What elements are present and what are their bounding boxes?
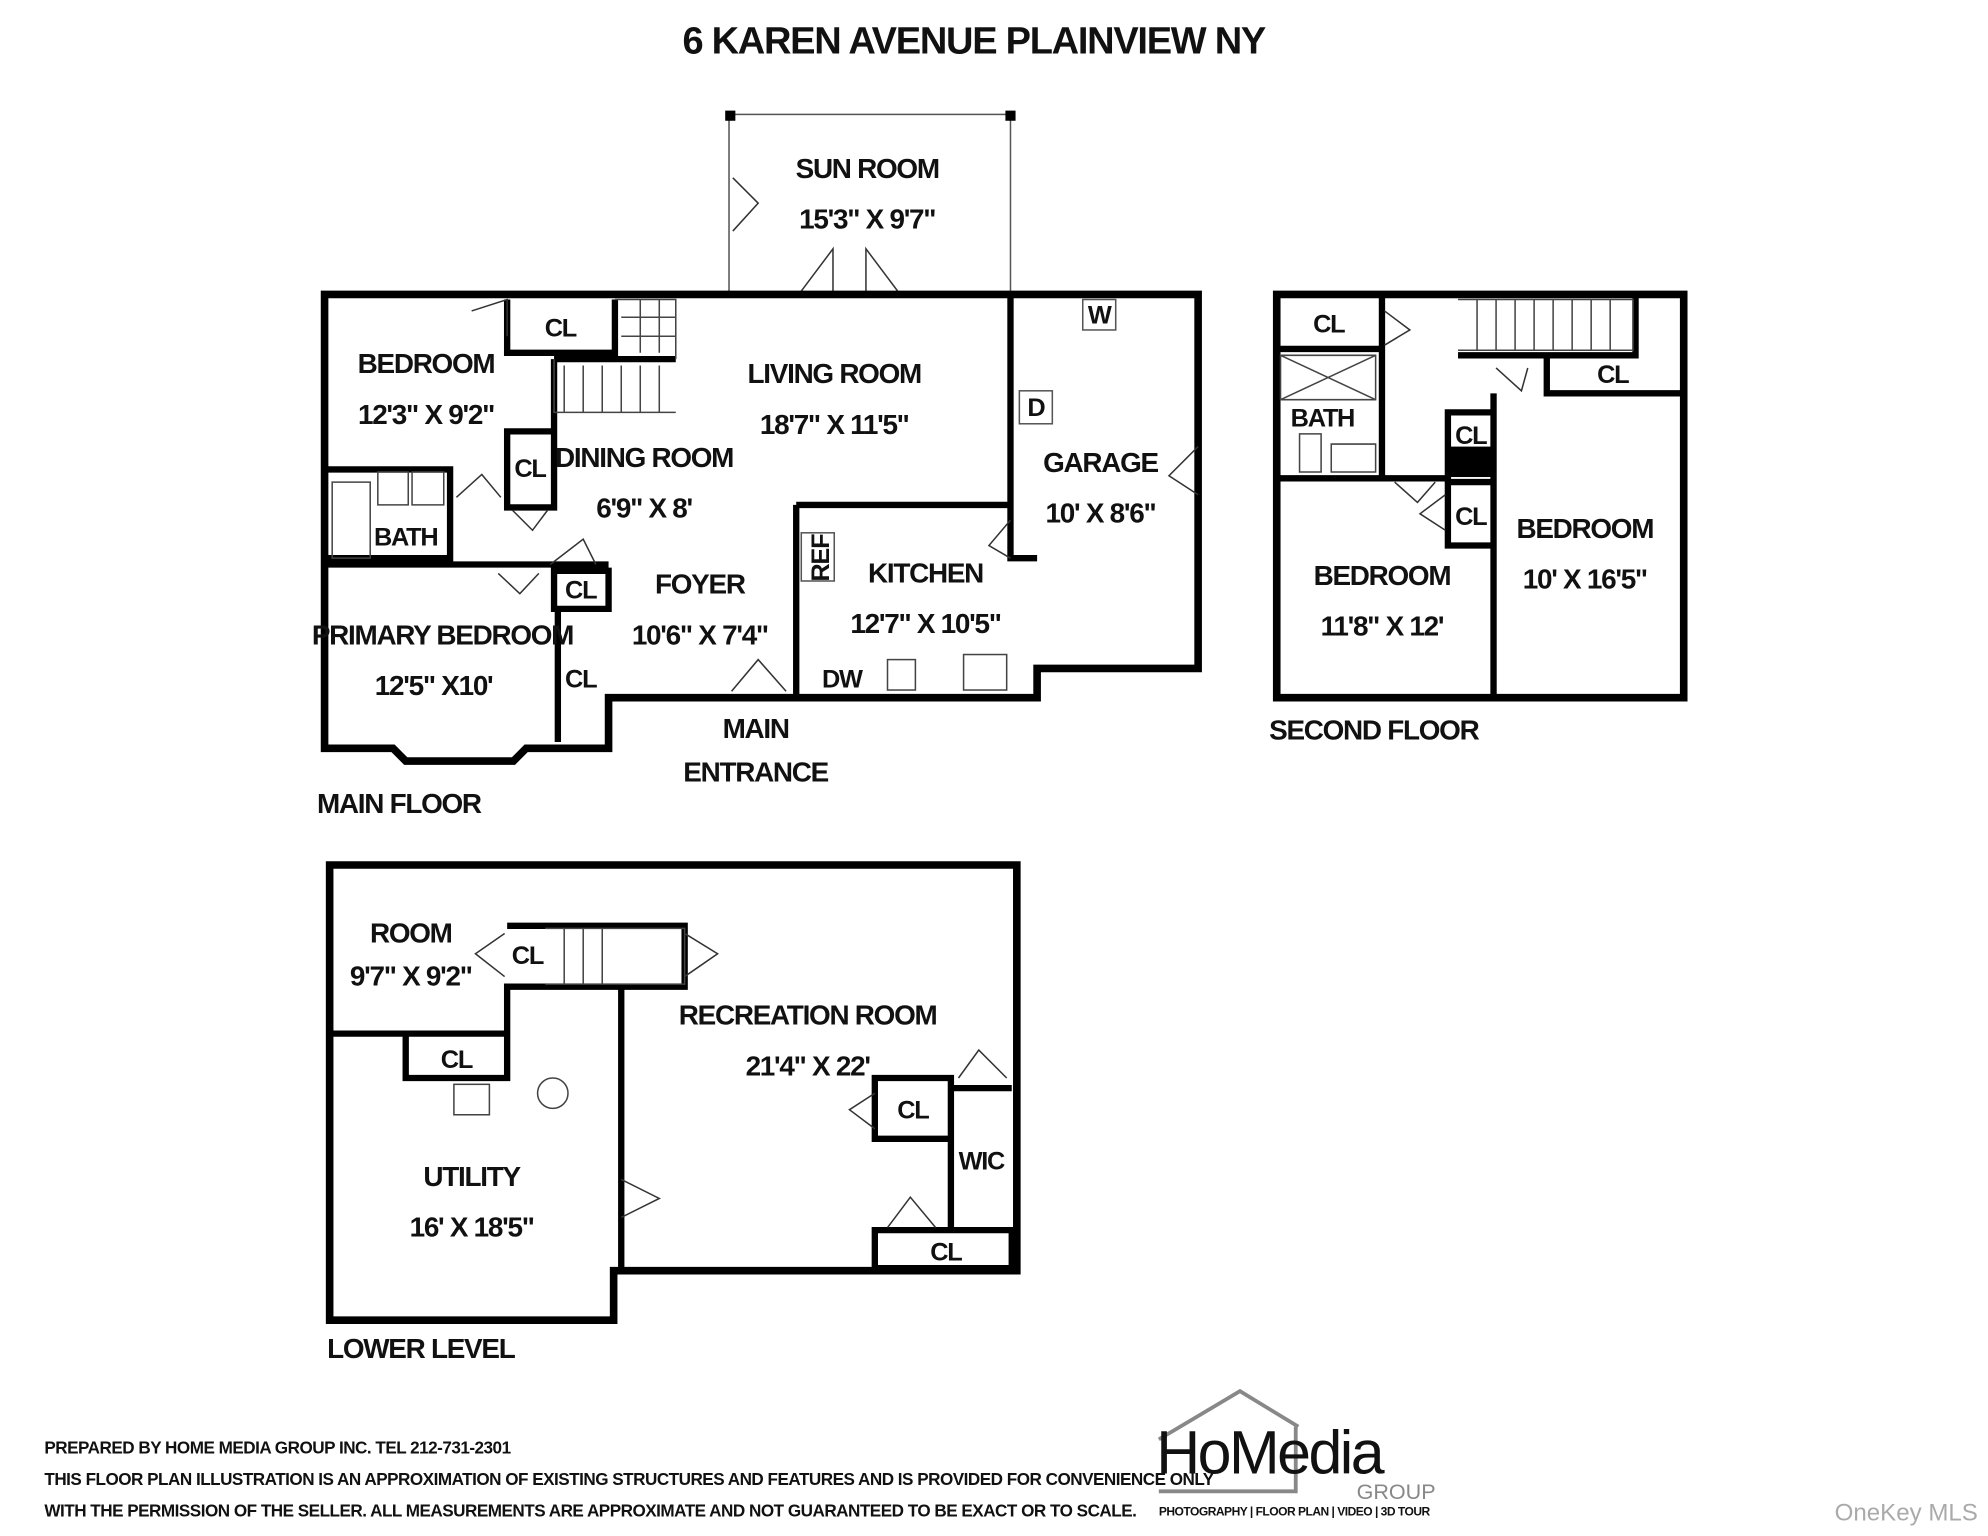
wic-label: WIC [959, 1147, 1005, 1175]
room-size: 12'3" X 9'2" [358, 399, 494, 430]
room-size: 10' X 16'5" [1523, 564, 1647, 595]
room-size: 9'7" X 9'2" [350, 960, 472, 991]
room-size: 15'3" X 9'7" [799, 204, 935, 235]
room-name: FOYER [655, 569, 746, 600]
refrigerator-label: REF [807, 534, 835, 582]
bath-label: BATH [374, 523, 437, 551]
main-entrance-label: MAIN [723, 713, 789, 744]
closet-label: CL [565, 665, 597, 693]
room-name: BEDROOM [358, 348, 495, 379]
homedia-logo: HoMedia GROUP PHOTOGRAPHY | FLOOR PLAN |… [1156, 1388, 1436, 1518]
room-size: 11'8" X 12' [1321, 611, 1444, 642]
main-entrance-label: ENTRANCE [683, 756, 828, 787]
room-name: DINING ROOM [555, 442, 733, 473]
stairs [1458, 298, 1634, 352]
stairs [553, 298, 677, 414]
closet-label: CL [545, 314, 577, 342]
logo-sub: GROUP [1357, 1479, 1436, 1504]
room-name: UTILITY [423, 1161, 521, 1192]
washer-label: W [1088, 302, 1112, 330]
closet-label: CL [930, 1239, 962, 1267]
footer: PREPARED BY HOME MEDIA GROUP INC. TEL 21… [44, 1388, 1978, 1526]
main-floor-outer-wall [320, 290, 1202, 765]
room-size: 21'4" X 22' [746, 1050, 871, 1081]
room-size: 12'5" X10' [375, 670, 493, 701]
closet-label: CL [512, 942, 544, 970]
main-floor: SUN ROOM 15'3" X 9'7" BEDROOM 12'3" X 9'… [312, 110, 1202, 819]
closet-label: CL [1313, 310, 1345, 338]
room-name: RECREATION ROOM [679, 1000, 937, 1031]
room-size: 10'6" X 7'4" [632, 619, 768, 650]
closet-label: CL [1455, 503, 1487, 531]
floor-label: LOWER LEVEL [327, 1333, 516, 1364]
disclaimer-line: WITH THE PERMISSION OF THE SELLER. ALL M… [44, 1502, 1136, 1521]
room-size: 10' X 8'6" [1046, 498, 1156, 529]
room-size: 18'7" X 11'5" [760, 409, 909, 440]
lower-level: CL CL CL CL WIC ROOM 9'7" X 9'2" RECREAT… [325, 861, 1021, 1364]
svg-text:HoMedia: HoMedia [1156, 1419, 1384, 1487]
dishwasher-label: DW [822, 665, 863, 693]
sun-room-walls [728, 113, 1012, 296]
floor-label: SECOND FLOOR [1269, 714, 1479, 745]
room-name: KITCHEN [868, 557, 983, 588]
room-name: SUN ROOM [796, 153, 939, 184]
room-name: PRIMARY BEDROOM [312, 619, 573, 650]
disclaimer-line: THIS FLOOR PLAN ILLUSTRATION IS AN APPRO… [44, 1470, 1214, 1489]
room-name: BEDROOM [1314, 560, 1451, 591]
second-floor-outer-wall [1272, 290, 1688, 702]
logo-tagline: PHOTOGRAPHY | FLOOR PLAN | VIDEO | 3D TO… [1159, 1504, 1431, 1518]
room-name: LIVING ROOM [748, 358, 921, 389]
closet-label: CL [1597, 361, 1629, 389]
room-name: GARAGE [1043, 447, 1158, 478]
room-size: 12'7" X 10'5" [850, 608, 1000, 639]
plan-title: 6 KAREN AVENUE PLAINVIEW NY [682, 21, 1265, 63]
room-name: ROOM [370, 917, 452, 948]
watermark: OneKey MLS [1835, 1499, 1978, 1526]
room-size: 16' X 18'5" [410, 1211, 534, 1242]
closet-label: CL [565, 577, 597, 605]
french-door [798, 246, 901, 295]
sun-room-door [732, 177, 760, 232]
dryer-label: D [1027, 394, 1045, 422]
second-floor: CL CL CL CL BATH BEDROOM 11'8" X 12' BED… [1269, 290, 1688, 745]
lower-level-outer-wall [325, 861, 1021, 1324]
closet-label: CL [514, 455, 546, 483]
room-name: BEDROOM [1516, 513, 1653, 544]
closet-label: CL [897, 1097, 929, 1125]
closet-label: CL [1455, 422, 1487, 450]
disclaimer-line: PREPARED BY HOME MEDIA GROUP INC. TEL 21… [44, 1438, 511, 1457]
room-size: 6'9" X 8' [596, 493, 692, 524]
stairs [545, 927, 686, 985]
closet-label: CL [441, 1046, 473, 1074]
bath-label: BATH [1291, 404, 1354, 432]
floor-label: MAIN FLOOR [317, 788, 482, 819]
